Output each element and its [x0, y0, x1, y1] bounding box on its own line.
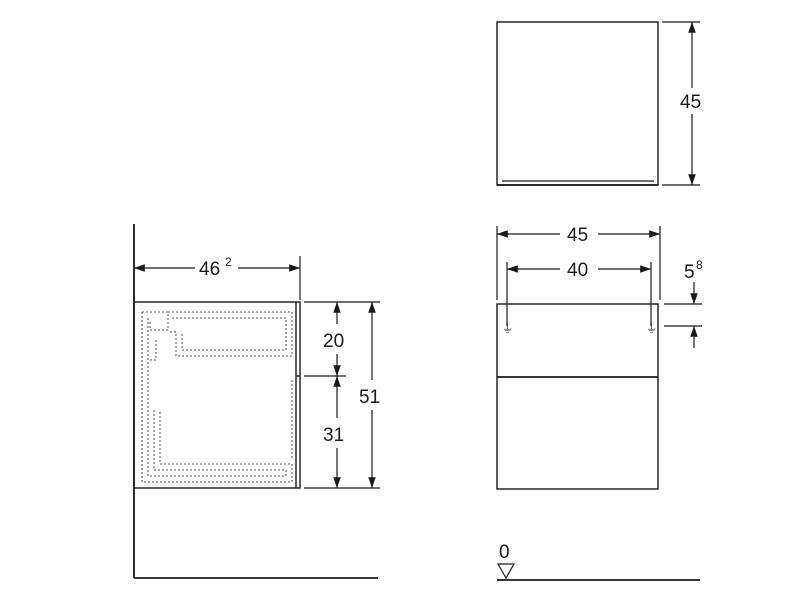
total-height-dimension: 51: [359, 302, 380, 488]
depth-dimension-label: 45: [680, 92, 701, 113]
top-view: 45: [496, 21, 701, 186]
mounting-hole-left-icon: ⏚: [502, 322, 513, 335]
mounting-offset-dimension: 5 8: [664, 258, 703, 348]
total-height-dimension-label: 51: [359, 387, 380, 408]
side-view: 46 2 20 31 51: [133, 224, 380, 579]
inner-width-dimension-label: 40: [567, 260, 588, 281]
front-view: ⏚ ⏚ 45 40 5 8 0: [496, 225, 703, 581]
mounting-offset-dimension-superscript: 8: [696, 258, 703, 272]
mounting-hole-right-icon: ⏚: [646, 322, 657, 335]
width-dimension: 46 2: [134, 255, 301, 300]
front-view-outline: [496, 303, 659, 490]
width-dimension-superscript: 2: [225, 255, 232, 269]
side-cabinet-body: [133, 301, 301, 489]
top-view-outline: [496, 21, 659, 186]
inner-width-dimension: 40: [506, 260, 651, 281]
top-drawer-dimension-label: 20: [323, 331, 344, 352]
floor-level-label: 0: [499, 542, 510, 563]
outer-width-dimension: 45: [497, 225, 660, 246]
depth-dimension: 45: [680, 21, 701, 185]
floor-level-marker: 0: [496, 542, 700, 581]
mounting-offset-dimension-label: 5: [684, 262, 695, 283]
level-triangle-icon: [496, 563, 516, 580]
top-drawer-dimension: 20: [323, 302, 344, 376]
bottom-drawer-dimension-label: 31: [323, 425, 344, 446]
width-dimension-label: 46: [199, 259, 220, 280]
bottom-drawer-dimension: 31: [323, 376, 344, 488]
hidden-drawer-outline: [141, 311, 293, 483]
outer-width-dimension-label: 45: [567, 225, 588, 246]
